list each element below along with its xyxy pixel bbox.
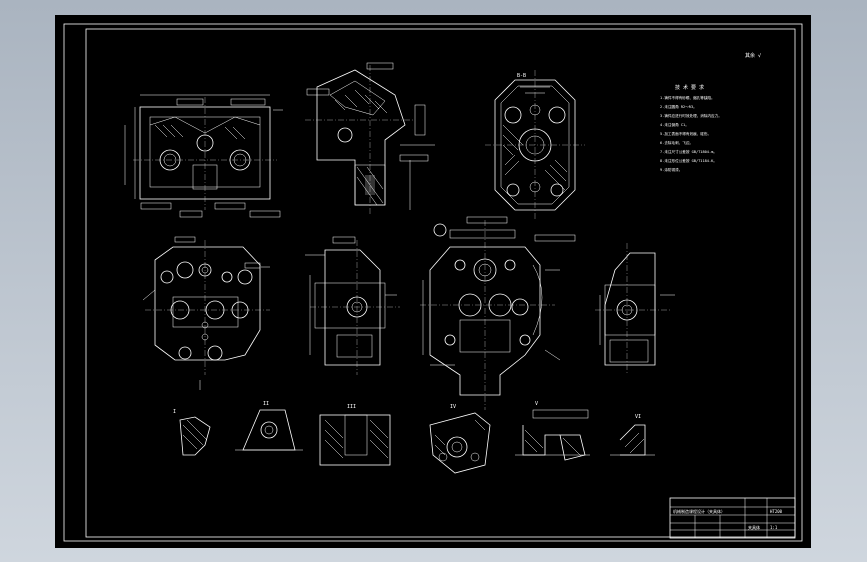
svg-text:II: II <box>263 401 269 407</box>
view-section-top-right: B-B <box>485 70 585 220</box>
cad-drawing-svg: 其余 √ <box>63 23 803 542</box>
svg-text:B-B: B-B <box>517 73 526 79</box>
tech-note-8: 8.未注形位公差按 GB/T1184-K。 <box>660 158 717 163</box>
roughness-mark: 其余 √ <box>745 52 761 59</box>
technical-requirements: 技 术 要 求 1.铸件不得有砂眼、缩孔等缺陷。 2.未注圆角 R2～R3。 3… <box>660 84 722 172</box>
svg-text:IV: IV <box>450 404 456 410</box>
outer-frame <box>63 23 803 542</box>
view-plan-middle-left <box>142 236 270 390</box>
tech-note-5: 5.加工表面不得有划痕、碰伤。 <box>660 131 711 136</box>
detail-view-2: II <box>235 401 303 451</box>
scale: 1:1 <box>770 525 778 530</box>
material: HT200 <box>770 509 783 514</box>
tech-note-6: 6.去除毛刺、飞边。 <box>660 140 693 145</box>
drawing-canvas: 其余 √ <box>55 15 811 548</box>
detail-view-6: VI <box>610 414 655 456</box>
drawing-title: 机械制造课程设计（夹具体） <box>673 508 725 514</box>
title-block: 机械制造课程设计（夹具体） 夹具体 HT200 1:1 <box>669 497 796 539</box>
view-side-middle <box>305 236 400 375</box>
svg-text:V: V <box>535 401 538 407</box>
inner-frame <box>85 28 796 538</box>
tech-req-title: 技 术 要 求 <box>675 84 704 91</box>
view-side-right <box>595 243 675 375</box>
svg-text:VI: VI <box>635 414 641 420</box>
tech-note-1: 1.铸件不得有砂眼、缩孔等缺陷。 <box>660 95 715 100</box>
tech-note-2: 2.未注圆角 R2～R3。 <box>660 104 697 109</box>
svg-text:III: III <box>347 404 356 410</box>
detail-view-3: III <box>319 404 391 466</box>
tech-note-9: 9.涂防锈漆。 <box>660 167 682 172</box>
detail-view-5: V <box>515 401 590 461</box>
view-section-top-left <box>124 94 283 218</box>
tech-note-4: 4.未注倒角 C1。 <box>660 122 689 127</box>
detail-view-1: I <box>173 409 211 456</box>
svg-text:I: I <box>173 409 176 415</box>
view-main-center <box>420 216 576 410</box>
part-name: 夹具体 <box>748 524 760 530</box>
detail-view-4: IV <box>429 404 491 474</box>
view-section-top-center <box>305 62 435 215</box>
tech-note-7: 7.未注尺寸公差按 GB/T1804-m。 <box>660 149 717 154</box>
tech-note-3: 3.铸件应进行时效处理，消除内应力。 <box>660 113 722 118</box>
